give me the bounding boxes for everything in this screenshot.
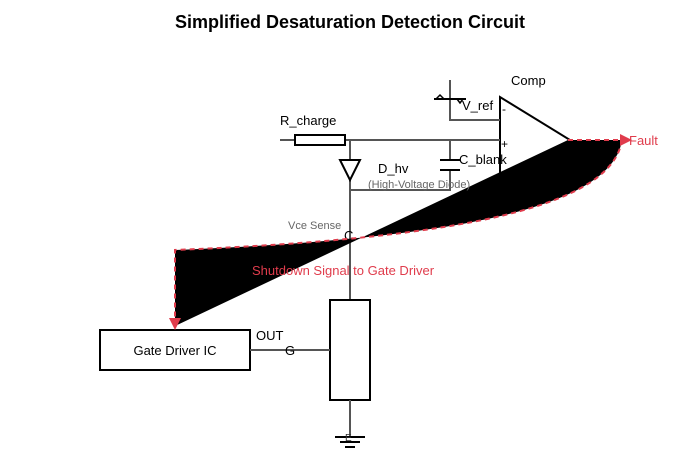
comparator-minus: - [502, 102, 506, 116]
gate-label: G [285, 343, 295, 358]
fault-arrowhead-icon [620, 134, 632, 146]
shutdown-arrowhead-icon [169, 318, 181, 330]
diode-symbol [338, 159, 362, 183]
shutdown-signal-path [174, 139, 624, 326]
gate-driver-label: Gate Driver IC [133, 343, 216, 358]
collector-label: C [344, 228, 353, 243]
shutdown-label: Shutdown Signal to Gate Driver [252, 263, 435, 278]
sense-label: Vce Sense [288, 220, 341, 232]
capacitor-label: C_blank [459, 152, 507, 167]
igbt-symbol [329, 299, 371, 401]
diagram-title: Simplified Desaturation Detection Circui… [175, 12, 525, 32]
resistor-label: R_charge [280, 113, 336, 128]
ground-icon [335, 436, 365, 448]
comparator-label: Comp [511, 73, 546, 88]
vref-up-icon [435, 93, 445, 100]
resistor-symbol [294, 134, 346, 146]
vref-down-icon [456, 98, 464, 105]
emitter-label: E [345, 433, 352, 444]
comparator-plus: + [501, 137, 508, 151]
vref-source: V_ref [434, 80, 500, 121]
diode-label: D_hv [378, 161, 409, 176]
out-label: OUT [256, 328, 284, 343]
vref-label: V_ref [462, 98, 493, 113]
fault-label: Fault [629, 133, 658, 148]
diode-note: (High-Voltage Diode) [368, 179, 470, 191]
